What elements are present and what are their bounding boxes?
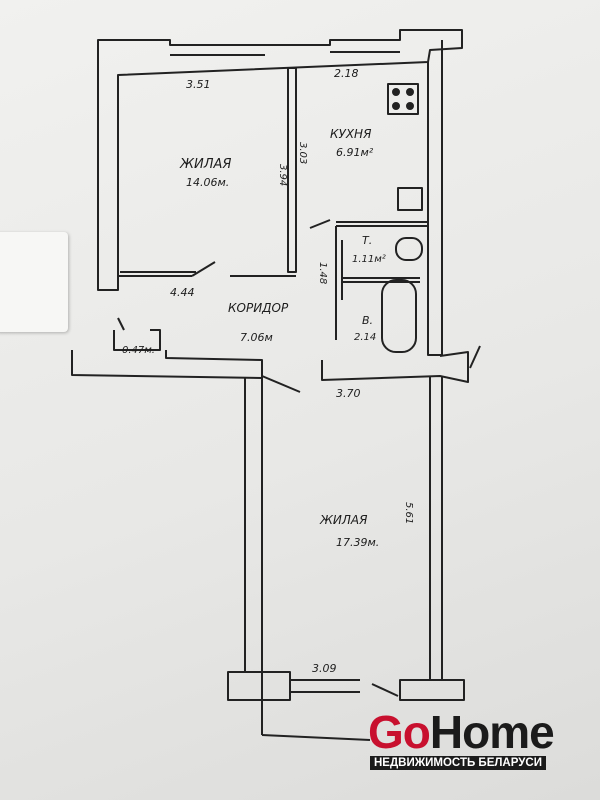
bath-name: В. <box>362 314 373 327</box>
closet-door <box>117 317 125 331</box>
living1-area: 14.06м. <box>186 176 229 189</box>
logo-go: Go <box>368 706 431 758</box>
logo-home: Home <box>429 706 555 758</box>
kitchen-name: КУХНЯ <box>330 127 372 141</box>
middle-wall-right <box>321 351 469 383</box>
dim-living2-bottom: 3.09 <box>312 662 337 675</box>
balcony-line <box>261 734 371 741</box>
bottom-wall-right <box>399 679 465 701</box>
kitchen-sink <box>397 187 423 211</box>
top-wall <box>97 29 463 291</box>
dim-living1-side: 3.94 <box>277 164 288 186</box>
bottom-wall-left <box>227 671 291 701</box>
door-living1 <box>191 261 216 277</box>
logo-wordmark: GoHome <box>368 706 555 758</box>
door-balcony <box>371 683 399 697</box>
partition-living1 <box>287 67 297 273</box>
middle-wall-left <box>71 350 263 379</box>
door-kitchen <box>309 219 331 229</box>
closet <box>113 329 161 351</box>
dim-kitchen-top: 2.18 <box>334 67 359 80</box>
bath-area: 2.14 <box>354 332 376 343</box>
stove <box>387 83 419 115</box>
dim-corridor: 3.70 <box>336 387 361 400</box>
living2-name: ЖИЛАЯ <box>319 513 368 527</box>
logo-tagline: НЕДВИЖИМОСТЬ БЕЛАРУСИ <box>370 756 546 770</box>
paper-sticker <box>0 232 68 332</box>
closet-area: 0.47м. <box>122 345 155 356</box>
kitchen-area: 6.91м² <box>336 146 374 159</box>
toilet-name: Т. <box>362 234 372 247</box>
living2-area: 17.39м. <box>336 536 379 549</box>
living1-name: ЖИЛАЯ <box>179 157 231 172</box>
dim-bath-side: 1.48 <box>317 262 328 284</box>
dim-living1-bottom: 4.44 <box>170 286 195 299</box>
dim-living2-side: 5.61 <box>403 502 414 524</box>
door-corridor <box>261 375 301 393</box>
corridor-area: 7.06м <box>240 331 273 344</box>
dim-kitchen-side: 3.03 <box>297 142 308 164</box>
dim-living1-top: 3.51 <box>186 78 211 91</box>
bathtub <box>381 279 417 353</box>
toilet-area: 1.11м² <box>352 254 386 265</box>
right-wall-upper <box>427 40 443 356</box>
gohome-logo: GoHome НЕДВИЖИМОСТЬ БЕЛАРУСИ <box>368 706 558 776</box>
wall-tick <box>469 345 481 369</box>
wash-basin <box>395 237 423 261</box>
corridor-name: КОРИДОР <box>228 301 289 315</box>
